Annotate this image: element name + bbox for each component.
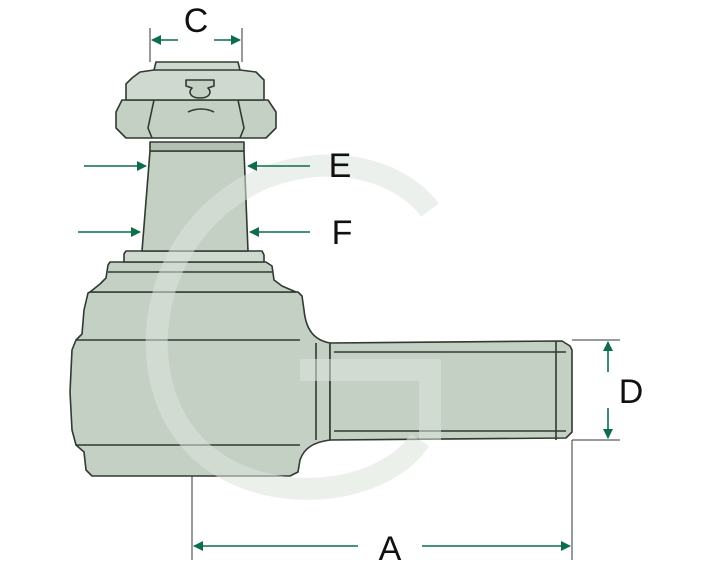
watermark (145, 154, 441, 500)
cotter-pin (185, 79, 215, 99)
collar (89, 261, 297, 293)
label-a: A (379, 530, 402, 568)
label-e: E (329, 147, 352, 185)
part-body (69, 61, 573, 477)
castle-nut-facets (147, 99, 245, 139)
threaded-shank (329, 340, 573, 441)
dimension-arrows (78, 28, 620, 560)
label-c: C (184, 2, 209, 40)
castle-nut-body (115, 99, 277, 139)
cap-ring (123, 250, 265, 263)
label-f: F (332, 214, 353, 252)
label-d: D (619, 373, 644, 411)
housing (69, 291, 331, 477)
stud-top-edge (149, 141, 245, 152)
